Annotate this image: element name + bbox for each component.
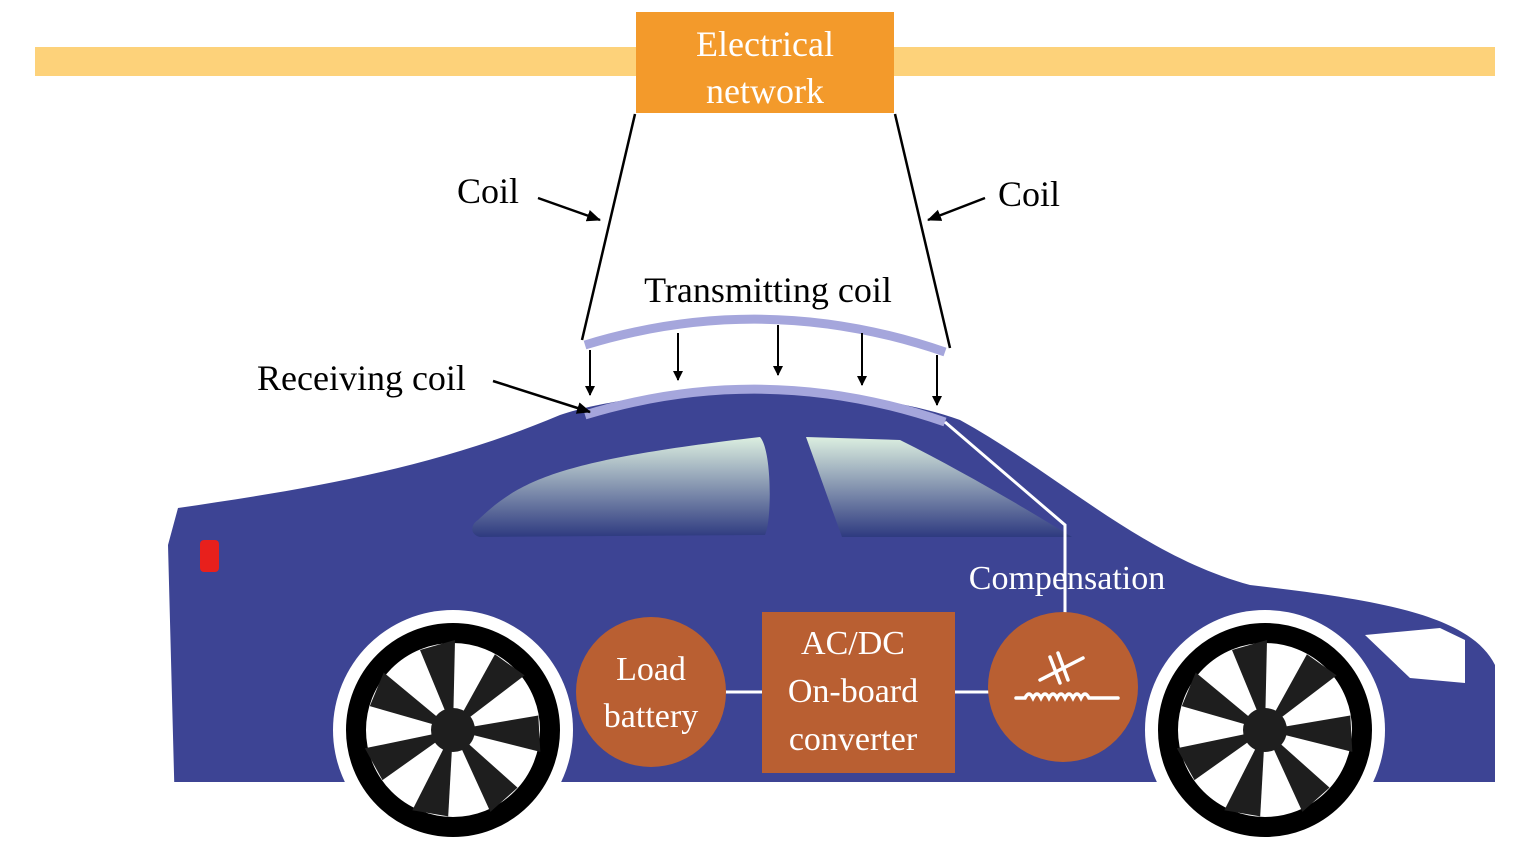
coil-wire-right (893, 113, 952, 349)
load-battery (576, 617, 726, 767)
front-wheel (1145, 610, 1385, 850)
coil-arrow-right (927, 196, 986, 222)
receiving-coil (583, 384, 947, 427)
transmitting-coil-label: Transmitting coil (644, 270, 892, 310)
coil-wire-left (580, 113, 637, 341)
capacitor-inductor-icon (1014, 651, 1120, 702)
compensation-circuit (988, 612, 1138, 762)
coil-label-left: Coil (457, 171, 519, 211)
tail-light (200, 540, 219, 572)
headlight (1365, 628, 1465, 683)
electrical-network-box (636, 12, 894, 113)
transmitting-coil (583, 314, 947, 357)
battery-label: Load (616, 651, 686, 688)
battery-label: battery (604, 698, 698, 735)
receiving-coil-label: Receiving coil (257, 358, 466, 398)
converter-label: AC/DC (801, 625, 905, 662)
receiving-coil-arrow (492, 379, 591, 414)
rear-window (472, 437, 770, 537)
rear-wheel (333, 610, 573, 850)
onboard-converter (762, 612, 955, 773)
network-label: Electrical (696, 24, 834, 64)
front-window (806, 437, 1072, 537)
network-label: network (706, 71, 824, 111)
converter-label: converter (789, 721, 918, 758)
coil-arrow-left (537, 196, 601, 222)
compensation-label: Compensation (969, 560, 1165, 597)
coil-label-right: Coil (998, 174, 1060, 214)
field-arrows (585, 325, 942, 406)
coil-connection-wire (944, 420, 1067, 615)
converter-label: On-board (788, 673, 918, 710)
